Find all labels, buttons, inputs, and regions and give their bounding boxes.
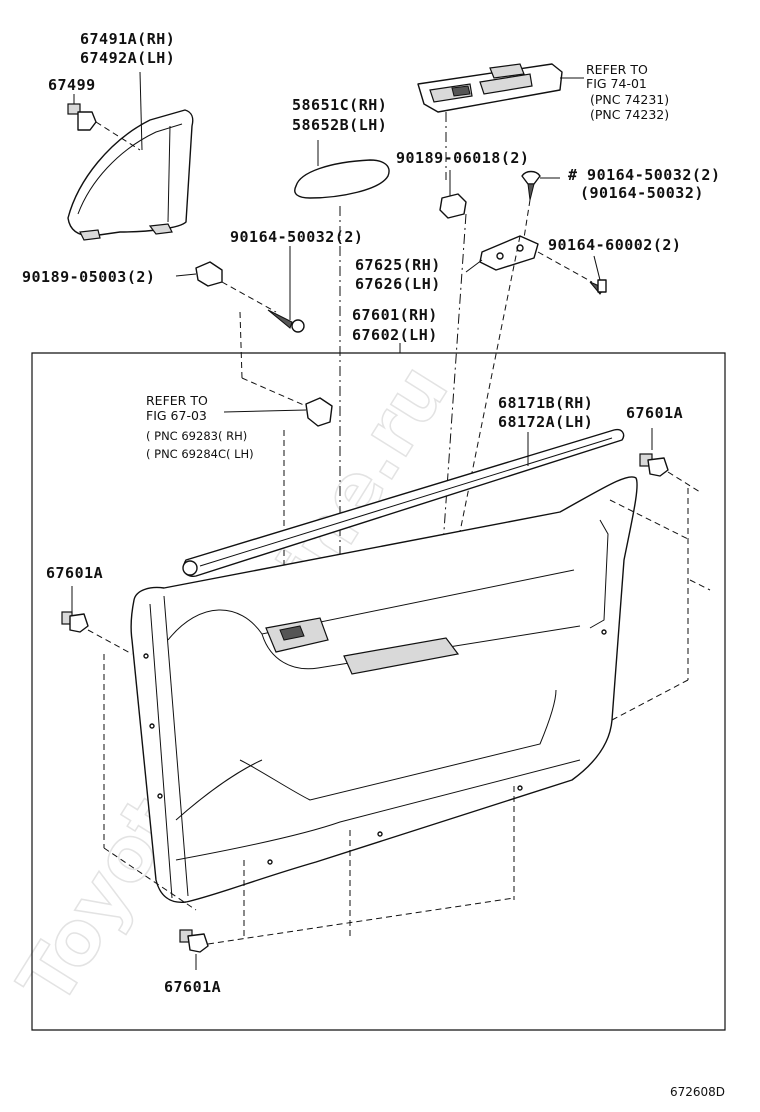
- clip-67601a-left-icon: [61, 586, 89, 633]
- label-58651c: 58651C(RH): [292, 96, 387, 114]
- dash-right-a: [611, 679, 689, 721]
- dash-clip-mid-b: [241, 377, 307, 407]
- lead-67491a: [139, 71, 143, 151]
- label-67601a-right: 67601A: [626, 404, 683, 422]
- armrest-pad-part: [294, 159, 390, 199]
- label-90164-50032-top: # 90164-50032(2): [568, 166, 721, 184]
- bracket-67625-part: [479, 235, 539, 271]
- switch-base-part: [417, 63, 563, 113]
- clip-90189-06018-icon: [439, 170, 467, 219]
- lead-67625: [465, 259, 483, 273]
- label-67499: 67499: [48, 76, 96, 94]
- dash-screw-60002: [537, 251, 593, 283]
- label-67601a-left: 67601A: [46, 564, 103, 582]
- label-90189-05003: 90189-05003(2): [22, 268, 155, 286]
- dash-bottom-floor: [207, 897, 515, 945]
- label-67602: 67602(LH): [352, 326, 438, 344]
- clip-67601a-right-icon: [639, 428, 669, 477]
- dash-90189-05003: [221, 281, 277, 313]
- door-trim-panel-part: [130, 476, 638, 903]
- label-67626: 67626(LH): [355, 275, 441, 293]
- screw-90164-60002-icon: [589, 279, 607, 295]
- weatherstrip-part: [182, 428, 625, 577]
- ref-top-line3: (PNC 74231): [590, 92, 669, 107]
- figure-code: 672608D: [670, 1085, 725, 1099]
- label-67625: 67625(RH): [355, 256, 441, 274]
- ref-top-line4: (PNC 74232): [590, 107, 669, 122]
- ref-top-line1: REFER TO: [586, 62, 648, 77]
- clip-ref-mid-icon: [305, 397, 333, 427]
- ref-top-line2: FIG 74-01: [586, 76, 647, 91]
- lead-ref-mid: [223, 409, 307, 413]
- label-67492a: 67492A(LH): [80, 49, 175, 67]
- label-58652b: 58652B(LH): [292, 116, 387, 134]
- dash-left-bottom: [103, 847, 197, 911]
- dash-clip-mid: [239, 311, 243, 379]
- screw-90164-50032-top-icon: [521, 170, 541, 201]
- label-90189-06018: 90189-06018(2): [396, 149, 529, 167]
- dash-67499: [95, 121, 141, 151]
- screw-90164-50032-mid-icon: [267, 309, 305, 333]
- dash-right-b: [689, 579, 711, 591]
- label-67491a: 67491A(RH): [80, 30, 175, 48]
- ref-mid-line4: ( PNC 69284C( LH): [146, 447, 254, 461]
- clip-90189-05003-icon: [195, 261, 223, 287]
- lead-90189-05003: [175, 273, 197, 277]
- label-67601a-bottom: 67601A: [164, 978, 221, 996]
- label-68172a: 68172A(LH): [498, 413, 593, 431]
- label-90164-50032-top-alt: (90164-50032): [580, 184, 704, 202]
- lead-90164-60002: [593, 255, 601, 281]
- dash-screw-top: [523, 199, 531, 239]
- dash-67601a-right: [667, 471, 701, 493]
- assembly-frame: [31, 352, 726, 1031]
- ref-mid-line3: ( PNC 69283( RH): [146, 429, 247, 443]
- label-90164-60002: 90164-60002(2): [548, 236, 681, 254]
- garnish-part: [67, 109, 194, 241]
- label-67601: 67601(RH): [352, 306, 438, 324]
- dash-67601a-left: [87, 629, 133, 655]
- clip-67499-icon: [67, 94, 97, 131]
- label-90164-50032-mid: 90164-50032(2): [230, 228, 363, 246]
- ref-mid-line1: REFER TO: [146, 393, 208, 408]
- label-68171b: 68171B(RH): [498, 394, 593, 412]
- ref-mid-line2: FIG 67-03: [146, 408, 207, 423]
- dash-right-c: [609, 499, 691, 541]
- clip-67601a-bottom-icon: [179, 929, 209, 970]
